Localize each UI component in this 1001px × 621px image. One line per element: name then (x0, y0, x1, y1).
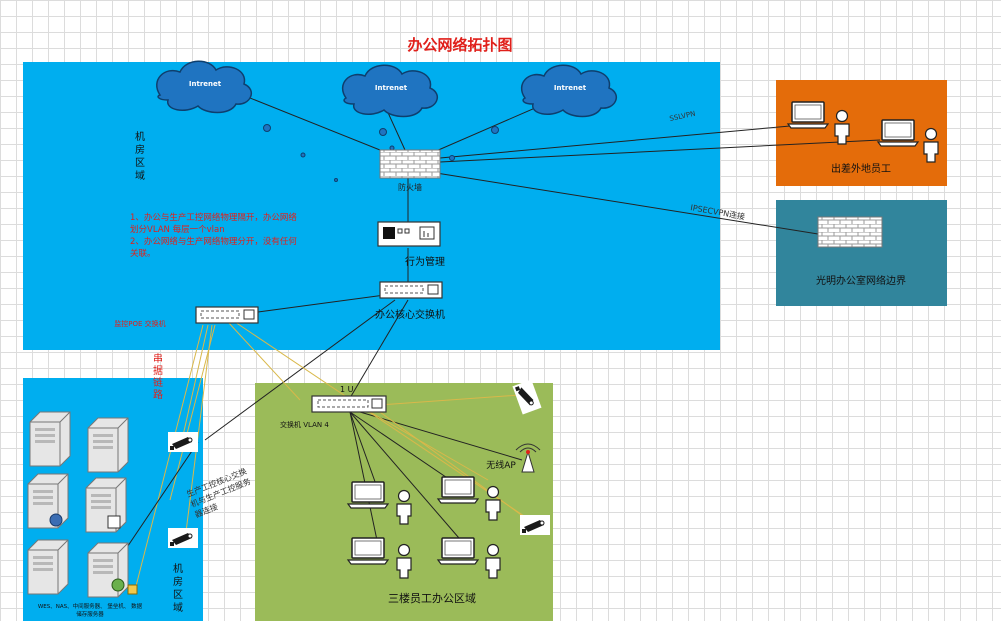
internet-label-2: Intrenet (375, 84, 408, 92)
svg-text:房: 房 (173, 575, 183, 588)
svg-text:WES、NAS、中间服务器、 堡垒机、 数据: WES、NAS、中间服务器、 堡垒机、 数据 (38, 602, 143, 610)
svg-text:储存服务器: 储存服务器 (76, 610, 104, 618)
switch-count-label: 1 U (340, 385, 354, 394)
svg-text:域: 域 (135, 169, 145, 182)
internet-cloud-3: Intrenet (520, 64, 618, 118)
behavior-management-device-icon (377, 221, 441, 247)
svg-text:串: 串 (153, 353, 163, 365)
vlan-switch-icon (311, 395, 387, 413)
remote-staff-zone (776, 80, 947, 186)
svg-text:机: 机 (173, 562, 183, 575)
server-2-icon (87, 417, 129, 473)
lock-icon (127, 584, 138, 595)
vertical-red-label: 串 据 链 路 (153, 353, 163, 401)
camera-4-icon (519, 514, 551, 536)
branch-office-zone (776, 200, 947, 306)
server-5-icon (27, 539, 69, 595)
svg-text:路: 路 (153, 388, 163, 401)
internet-label-1: Intrenet (189, 80, 222, 88)
wireless-ap-label: 无线AP (486, 459, 516, 471)
machine-room-label-bottom: 机 房 区 域 (173, 562, 183, 614)
office-laptop-1-icon (347, 481, 389, 509)
svg-text:1、办公与生产工控网络物理隔开，办公网络: 1、办公与生产工控网络物理隔开，办公网络 (130, 212, 297, 223)
cloud-connector-dots (263, 124, 499, 182)
core-switch-icon (379, 281, 443, 299)
camera-1-icon (167, 431, 199, 453)
database-icon (49, 513, 63, 527)
svg-text:划分VLAN 每层一个vlan: 划分VLAN 每层一个vlan (130, 224, 225, 235)
svg-text:域: 域 (173, 601, 183, 614)
svg-text:2、办公网络与生产网络物理分开，没有任何: 2、办公网络与生产网络物理分开，没有任何 (130, 236, 297, 247)
svg-text:房: 房 (135, 143, 145, 156)
svg-text:据: 据 (153, 364, 163, 377)
internet-cloud-1: Intrenet (156, 60, 253, 114)
server-1-icon (29, 411, 71, 467)
office-laptop-3-icon (347, 537, 389, 565)
svg-text:链: 链 (153, 376, 163, 389)
machine-room-label-top: 机 房 区 域 (135, 130, 145, 182)
network-notes: 1、办公与生产工控网络物理隔开，办公网络 划分VLAN 每层一个vlan 2、办… (130, 212, 297, 259)
internet-cloud-2: Intrenet (341, 64, 439, 118)
branch-firewall-icon (817, 216, 883, 248)
internet-label-3: Intrenet (554, 84, 587, 92)
wireless-ap-icon (515, 443, 541, 473)
office-laptop-4-icon (437, 537, 479, 565)
firewall-icon (379, 149, 441, 179)
remote-staff-label: 出差外地员工 (831, 162, 891, 175)
remote-laptop-1-icon (787, 101, 829, 129)
poe-switch-icon (195, 306, 259, 324)
remote-laptop-2-icon (877, 119, 919, 147)
camera-2-icon (167, 527, 199, 549)
vlan-switch-label: 交换机 VLAN 4 (280, 420, 329, 429)
branch-office-label: 光明办公室网络边界 (816, 274, 906, 287)
server-description: WES、NAS、中间服务器、 堡垒机、 数据 储存服务器 (38, 602, 143, 618)
globe-icon (111, 578, 125, 592)
svg-text:区: 区 (173, 589, 183, 601)
behavior-management-label: 行为管理 (405, 255, 445, 268)
svg-text:关联。: 关联。 (130, 248, 156, 259)
svg-text:机: 机 (135, 130, 145, 143)
poe-switch-label: 监控POE 交换机 (114, 319, 165, 328)
office-laptop-2-icon (437, 476, 479, 504)
core-switch-label: 办公核心交换机 (375, 308, 445, 321)
terminal-icon (107, 515, 121, 529)
firewall-label: 防火墙 (398, 182, 422, 192)
svg-text:区: 区 (135, 157, 145, 169)
connection-lines (114, 89, 881, 591)
office-area-label: 三楼员工办公区域 (388, 591, 476, 605)
diagram-title: 办公网络拓扑图 (407, 36, 512, 54)
